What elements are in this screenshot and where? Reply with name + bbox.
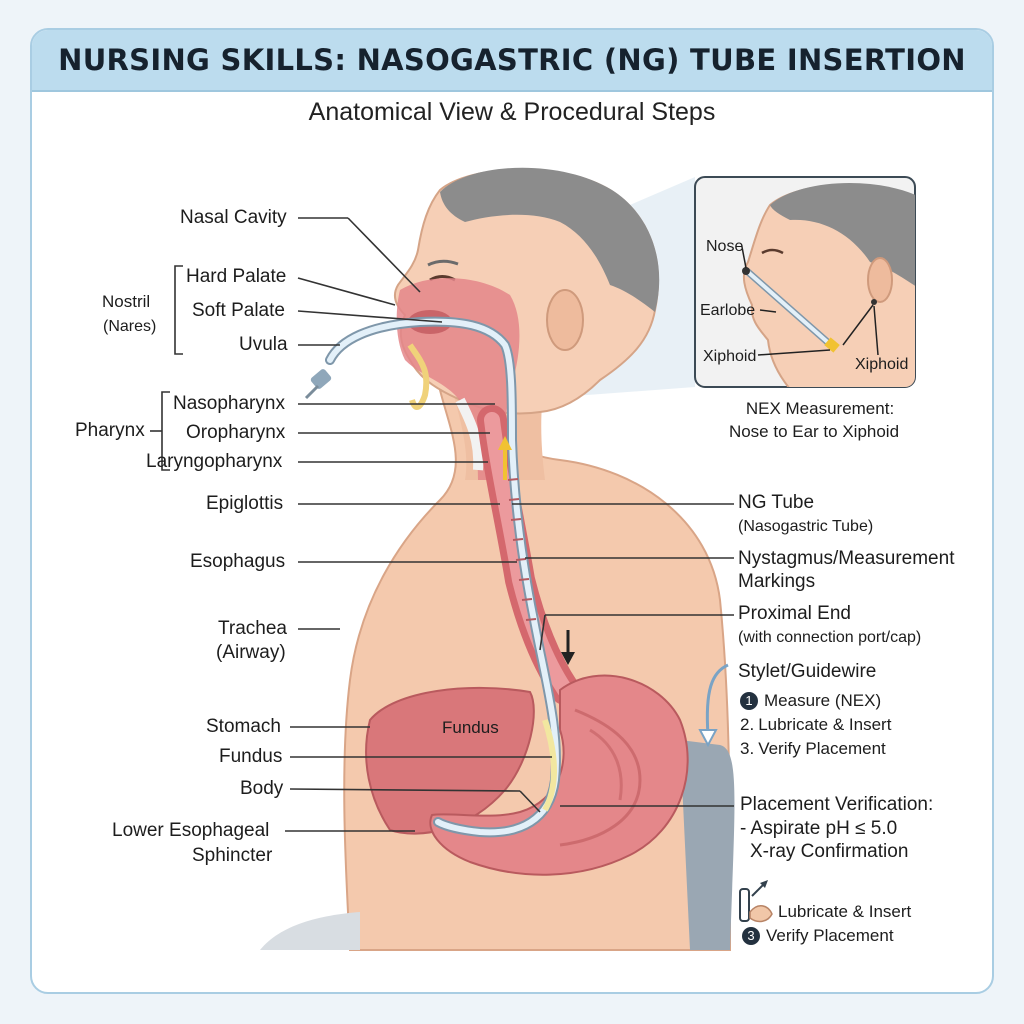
inset-label-xiphoid-right: Xiphoid <box>855 356 909 373</box>
page-title: NURSING SKILLS: NASOGASTRIC (NG) TUBE IN… <box>58 43 966 77</box>
stylet-arrow <box>705 663 729 736</box>
nex-caption-line2: Nose to Ear to Xiphoid <box>728 422 900 441</box>
chair-back <box>680 740 735 950</box>
hair <box>440 167 660 312</box>
bottom-step-2-text: Verify Placement <box>766 926 894 945</box>
title-banner: NURSING SKILLS: NASOGASTRIC (NG) TUBE IN… <box>32 30 992 92</box>
nostril-bracket <box>174 265 183 355</box>
step-2-text: Lubricate & Insert <box>758 715 892 734</box>
inset-label-earlobe: Earlobe <box>700 302 756 319</box>
right-leader-lines <box>512 503 734 807</box>
label-body: Body <box>240 778 284 799</box>
nex-caption-line1: NEX Measurement: <box>745 399 895 418</box>
label-stylet: Stylet/Guidewire <box>738 661 877 682</box>
verification-heading: Placement Verification: <box>740 794 934 815</box>
step-3-text: Verify Placement <box>758 739 886 758</box>
uvula-tongue <box>407 343 430 410</box>
fundus-organ <box>365 686 535 835</box>
label-markings-line2: Markings <box>738 571 816 592</box>
label-ng-tube-sub: (Nasogastric Tube) <box>738 518 874 535</box>
bottom-step-2-marker: 3 <box>742 927 760 945</box>
inset-label-xiphoid-left: Xiphoid <box>703 348 757 365</box>
label-nasal-cavity: Nasal Cavity <box>180 207 287 228</box>
label-airway: (Airway) <box>216 642 286 663</box>
label-oropharynx: Oropharynx <box>186 422 286 443</box>
step-3: 3.Verify Placement <box>740 738 886 760</box>
label-les-line2: Sphincter <box>192 845 273 866</box>
left-leader-lines <box>285 217 552 832</box>
tube-connector <box>310 369 332 389</box>
step-1-text: Measure (NEX) <box>764 691 882 710</box>
verification-line2: X-ray Confirmation <box>750 841 909 862</box>
stomach-inner-label: Fundus <box>442 718 499 737</box>
label-trachea: Trachea <box>218 618 287 639</box>
label-proximal-end: Proximal End <box>738 603 851 624</box>
label-fundus: Fundus <box>219 746 283 767</box>
label-epiglottis: Epiglottis <box>206 493 284 514</box>
tube-markings <box>507 478 537 621</box>
ear <box>546 289 584 351</box>
label-nasopharynx: Nasopharynx <box>173 393 285 414</box>
subtitle: Anatomical View & Procedural Steps <box>308 98 716 126</box>
label-stomach: Stomach <box>206 716 281 737</box>
label-pharynx: Pharynx <box>75 420 145 441</box>
chair-seat <box>260 912 360 950</box>
label-les-line1: Lower Esophageal <box>112 820 270 841</box>
label-soft-palate: Soft Palate <box>192 300 285 321</box>
bottom-step-1-text: Lubricate & Insert <box>778 902 912 921</box>
label-uvula: Uvula <box>239 334 288 355</box>
step-2: 2.Lubricate & Insert <box>740 714 891 736</box>
step-3-marker: 3. <box>740 739 755 758</box>
label-ng-tube: NG Tube <box>738 492 815 513</box>
label-hard-palate: Hard Palate <box>186 266 287 287</box>
step-2-marker: 2. <box>740 715 755 734</box>
bottom-step-lubricate: Lubricate & Insert <box>778 901 911 923</box>
label-esophagus: Esophagus <box>190 551 286 572</box>
stomach-organ <box>429 674 689 876</box>
hand-icon <box>749 905 773 923</box>
verification-line1: - Aspirate pH ≤ 5.0 <box>740 818 898 839</box>
label-markings-line1: Nystagmus/Measurement <box>738 548 955 569</box>
step-1: 1 Measure (NEX) <box>740 690 881 712</box>
step-1-marker: 1 <box>740 692 758 710</box>
bottom-step-verify: 3 Verify Placement <box>742 925 894 947</box>
inset-leaders <box>741 246 879 356</box>
label-nostril: Nostril <box>102 292 151 311</box>
eyebrow <box>427 259 459 267</box>
label-laryngopharynx: Laryngopharynx <box>146 451 283 472</box>
label-nares: (Nares) <box>103 318 157 335</box>
inset-label-nose: Nose <box>706 238 744 255</box>
label-proximal-sub: (with connection port/cap) <box>738 629 922 646</box>
syringe-icon <box>739 888 750 922</box>
